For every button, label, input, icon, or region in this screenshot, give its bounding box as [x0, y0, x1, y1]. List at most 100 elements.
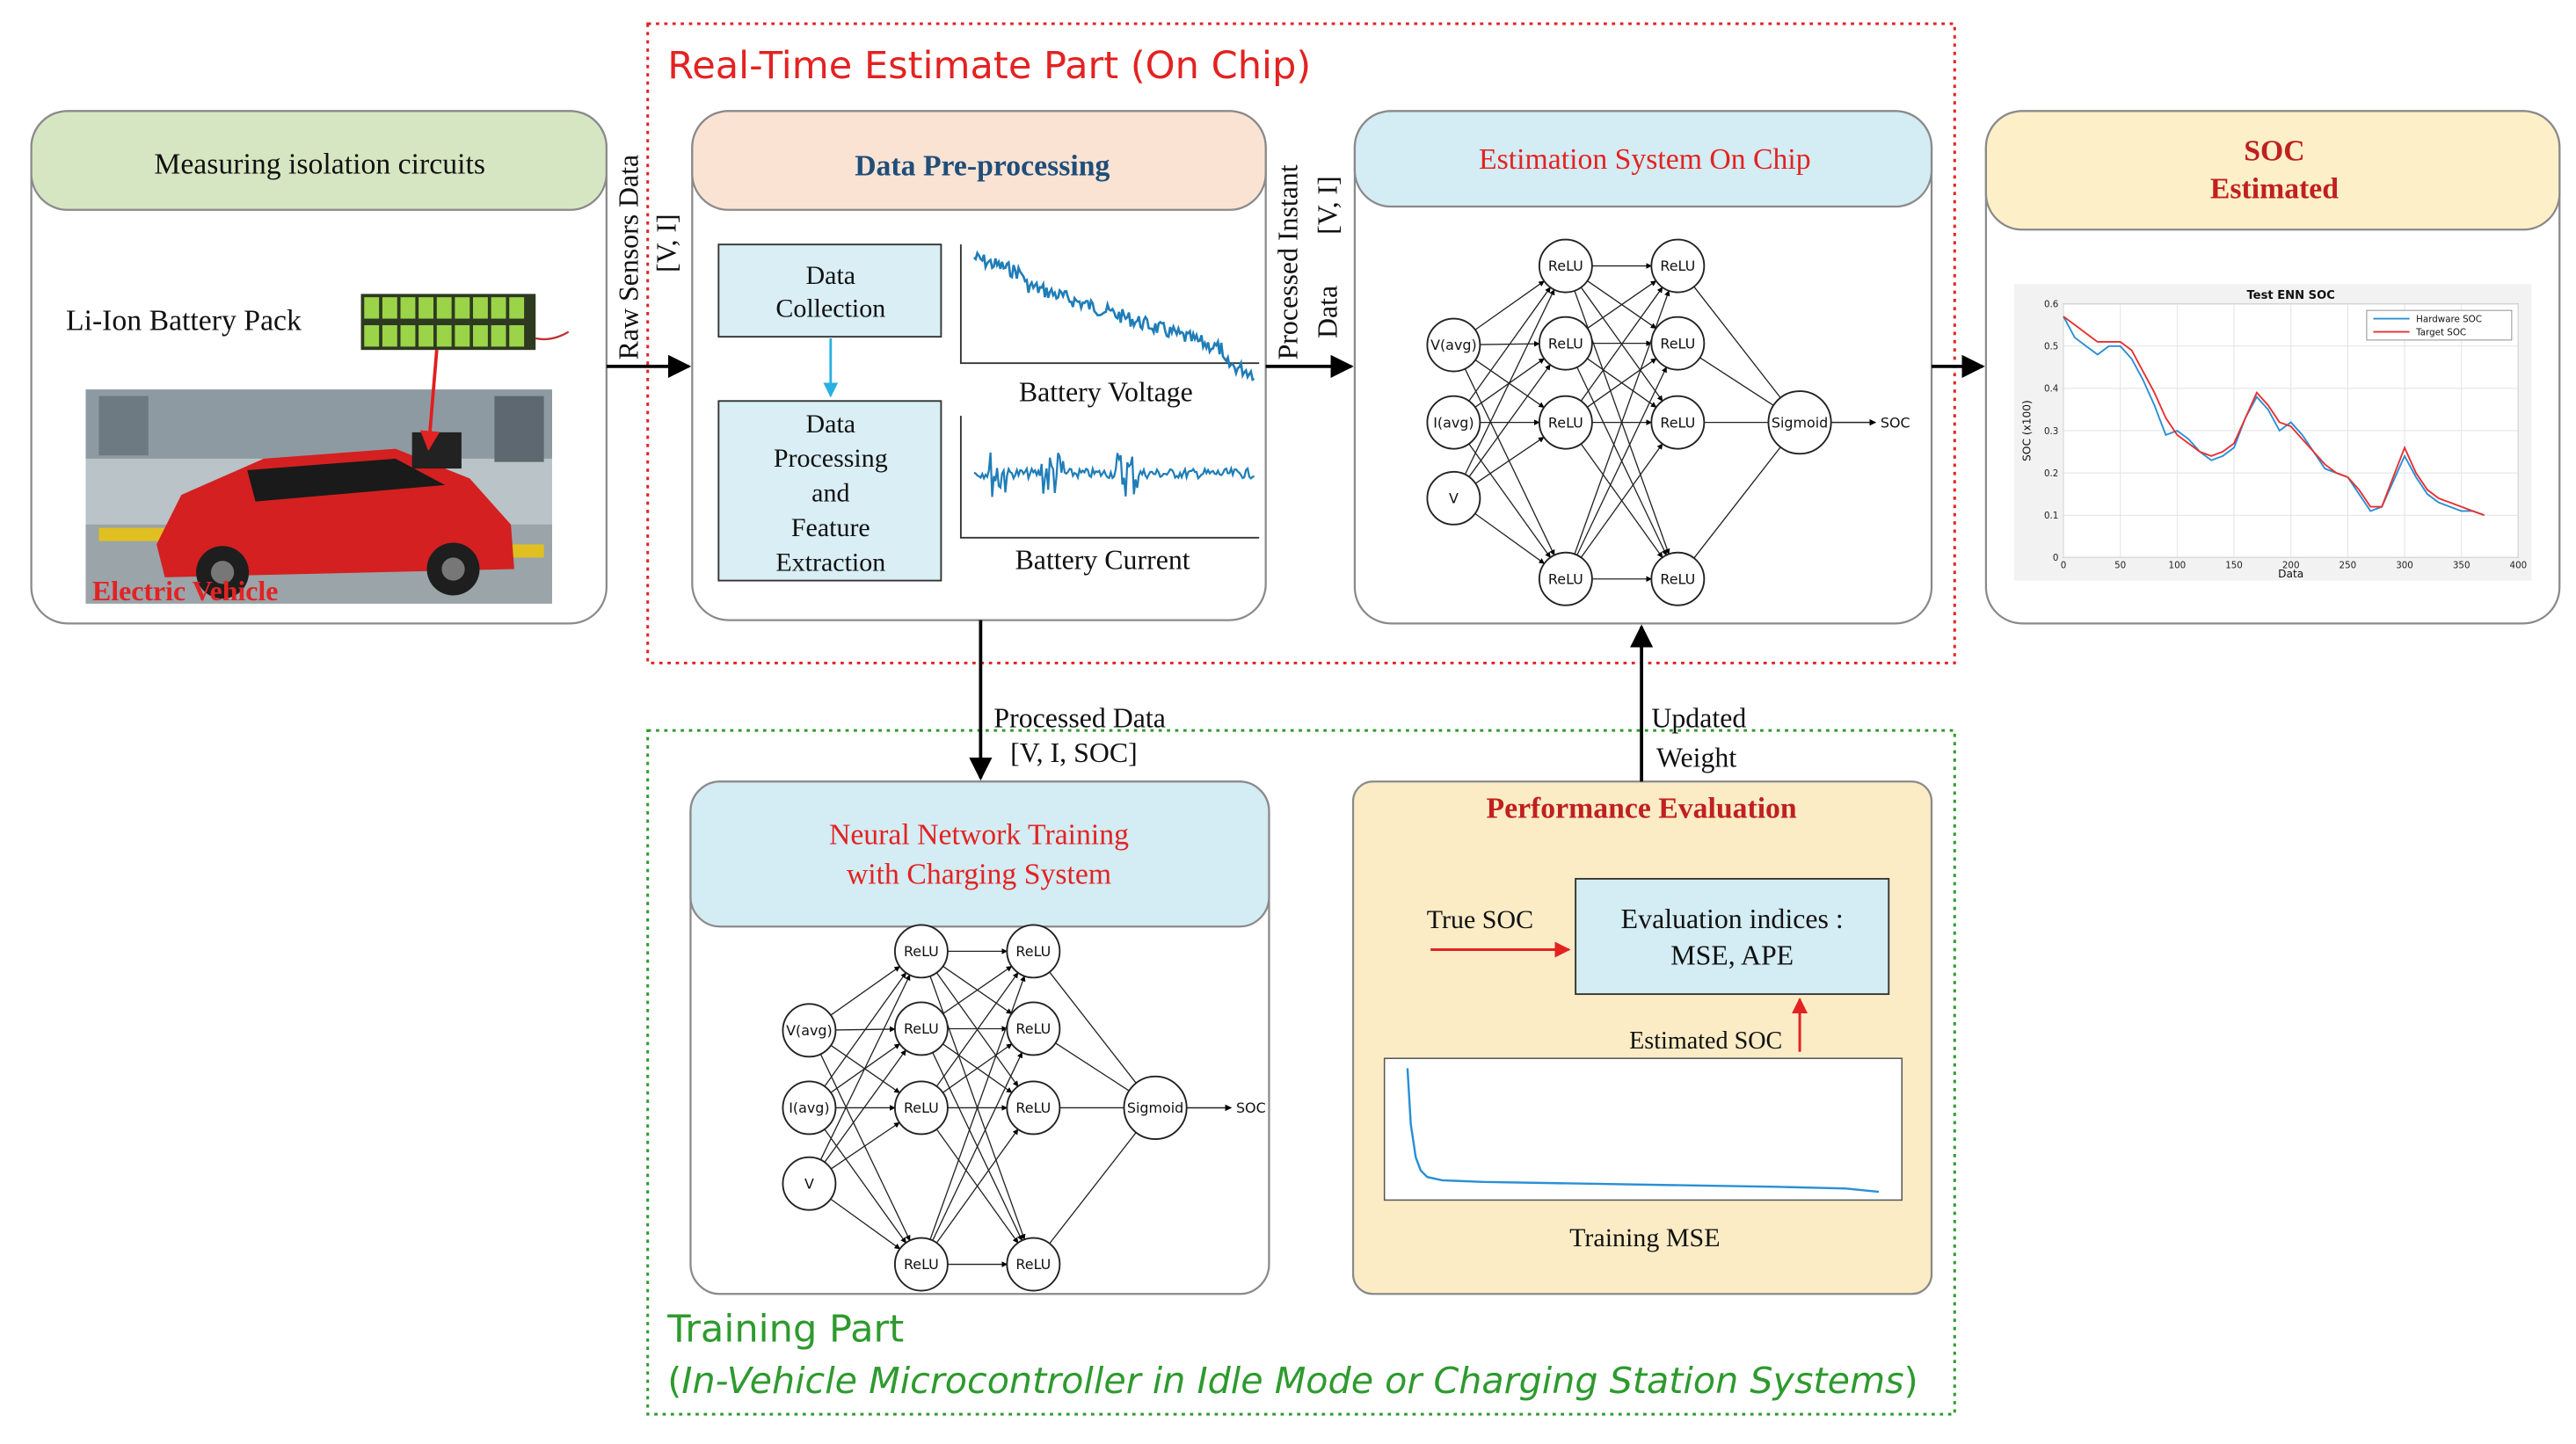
raw-sensors-vi: [V, I]: [651, 214, 682, 272]
chart-ytick-label: 0.1: [2044, 511, 2058, 521]
chart-title: Test ENN SOC: [2246, 289, 2334, 302]
relu-label: ReLU: [1660, 414, 1695, 431]
true-soc-label: True SOC: [1427, 905, 1533, 934]
evaluation-indices-line1: Evaluation indices :: [1621, 903, 1844, 934]
legend-hardware-soc: Hardware SOC: [2416, 314, 2482, 324]
battery-voltage-plot: [959, 244, 1260, 381]
nn-edge: [935, 1128, 1019, 1244]
chart-ytick-label: 0.4: [2044, 384, 2058, 395]
nn-training-panel: Neural Network Training with Charging Sy…: [689, 780, 1270, 1295]
nn-edge: [819, 974, 911, 1160]
processed-instant-vi: [V, I]: [1312, 176, 1343, 235]
nn-edge: [1580, 287, 1663, 402]
estimation-neural-network: V(avg)I(avg)VReLUReLUReLUReLUReLUReLUReL…: [1426, 238, 1910, 606]
processing-line1: Data: [805, 410, 855, 439]
relu-node: [893, 1001, 949, 1056]
training-frame: [646, 729, 1956, 1416]
chart-legend: Hardware SOC Target SOC: [2366, 309, 2513, 341]
processed-data-label: Processed Data: [993, 702, 1166, 733]
relu-label: ReLU: [1548, 335, 1583, 352]
nn-connections: [1464, 263, 1785, 583]
relu-node: [893, 924, 949, 979]
chart-series-target-soc: [2063, 316, 2485, 517]
nn-edge: [824, 1128, 906, 1244]
training-title: Training Part: [666, 1308, 904, 1352]
nn-edge: [1586, 358, 1657, 408]
raw-sensors-label: Raw Sensors Data: [613, 155, 644, 360]
nn-edge: [824, 972, 906, 1087]
perf-header: Performance Evaluation: [1486, 793, 1796, 825]
relu-node: [1006, 1080, 1061, 1136]
processed-data-vars: [V, I, SOC]: [1010, 737, 1138, 768]
chart-xtick-label: 200: [2282, 561, 2300, 571]
estimated-soc-label: Estimated SOC: [1629, 1027, 1782, 1055]
relu-label: ReLU: [904, 943, 939, 960]
input-label: V(avg): [1430, 337, 1477, 353]
relu-node: [1650, 316, 1706, 371]
battery-voltage-caption: Battery Voltage: [1019, 376, 1193, 407]
nn-edge: [1464, 288, 1555, 475]
electric-vehicle-photo: [85, 349, 552, 604]
relu-node: [1650, 238, 1706, 294]
nn-edge: [1468, 287, 1551, 402]
relu-node: [1538, 316, 1593, 371]
chart-ytick-label: 0.6: [2044, 299, 2058, 309]
relu-label: ReLU: [1548, 258, 1583, 274]
nn-connections: [819, 948, 1140, 1267]
processed-instant-data: Data: [1312, 286, 1343, 338]
preprocess-panel: Data Pre-processing Data Collection Data…: [691, 110, 1267, 621]
chart-series-hardware-soc: [2063, 316, 2485, 517]
battery-current-caption: Battery Current: [1015, 544, 1190, 575]
relu-label: ReLU: [1015, 1020, 1051, 1037]
nn-edge: [1699, 357, 1779, 409]
relu-label: ReLU: [904, 1099, 939, 1116]
perf-panel: Performance Evaluation True SOC Evaluati…: [1351, 780, 1933, 1295]
electric-vehicle-label: Electric Vehicle: [92, 576, 278, 606]
nn-edge: [1474, 359, 1545, 409]
training-mse-curve: [1406, 1068, 1880, 1194]
processing-line3: and: [811, 479, 849, 508]
data-collection-box: [717, 243, 942, 338]
nn-edge: [1693, 442, 1785, 559]
nn-edge: [942, 1043, 1013, 1093]
nn-edge: [830, 966, 900, 1016]
estimation-header: Estimation System On Chip: [1479, 143, 1811, 176]
nn-edge: [1055, 1042, 1134, 1094]
realtime-frame: [646, 22, 1956, 664]
battery-current-plot: [959, 416, 1260, 539]
nn-edge: [1580, 443, 1663, 558]
nn-training-header-line2: with Charging System: [847, 859, 1111, 891]
relu-node: [1538, 238, 1593, 294]
nn-training-header-line1: Neural Network Training: [829, 819, 1129, 852]
relu-label: ReLU: [1548, 414, 1583, 431]
soc-header-line2: Estimated: [2210, 173, 2339, 206]
relu-label: ReLU: [1548, 570, 1583, 587]
training-mse-caption: Training MSE: [1569, 1223, 1720, 1252]
chart-ytick-label: 0.3: [2044, 426, 2058, 437]
chart-ytick-label: 0: [2053, 553, 2059, 563]
processing-line5: Extraction: [775, 548, 885, 577]
input-node: [782, 1080, 837, 1136]
input-label: I(avg): [1433, 414, 1474, 431]
relu-node: [1650, 551, 1706, 606]
updated-weight-line2: Weight: [1656, 742, 1736, 773]
nn-edge: [830, 1198, 901, 1250]
chart-xtick-label: 350: [2453, 561, 2470, 571]
nn-edge: [830, 1044, 900, 1093]
training-subtitle: (In-Vehicle Microcontroller in Idle Mode…: [667, 1360, 1918, 1402]
estimation-panel: Estimation System On Chip V(avg)I(avg)VR…: [1353, 110, 1933, 625]
relu-node: [1006, 924, 1061, 979]
output-soc-label: SOC: [1881, 414, 1910, 431]
realtime-title: Real-Time Estimate Part (On Chip): [667, 44, 1311, 88]
nn-edge: [932, 1051, 1023, 1241]
data-collection-line2: Collection: [775, 294, 885, 323]
nn-edge: [1468, 364, 1551, 477]
relu-label: ReLU: [1015, 1099, 1051, 1116]
processed-instant-label: Processed Instant: [1272, 164, 1303, 359]
nn-edge: [819, 1054, 911, 1242]
nn-edge: [1474, 436, 1545, 484]
soc-panel: SOC Estimated Test ENN SOC Data SOC (x10…: [1984, 110, 2561, 625]
